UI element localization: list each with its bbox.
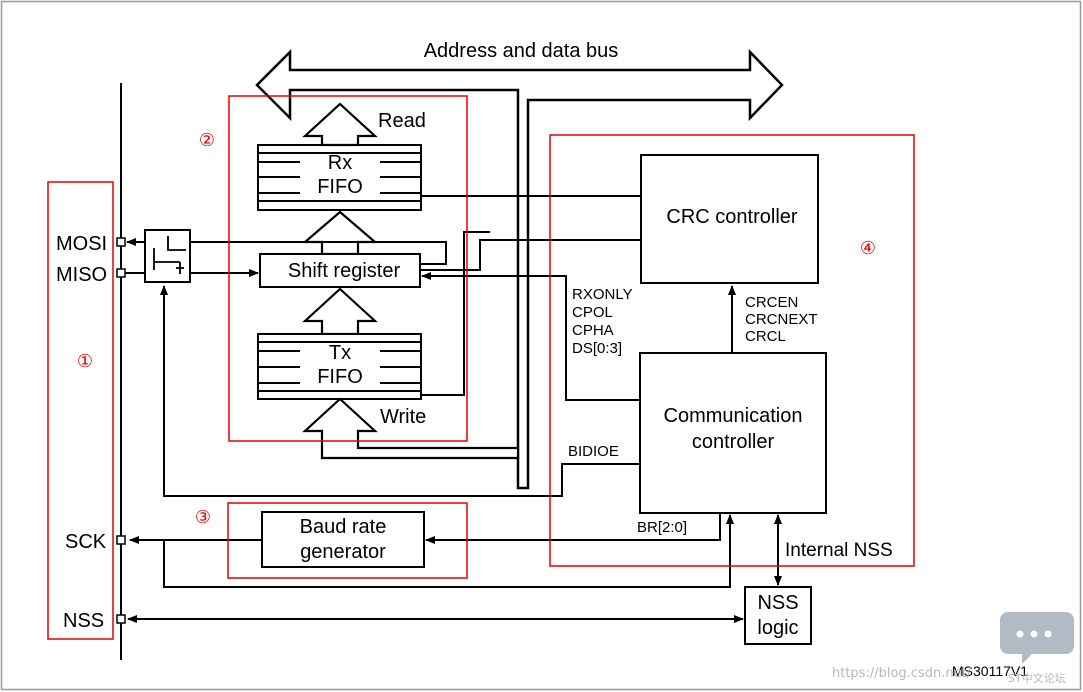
comm-controller-label-line1: Communication [664,405,803,427]
pin-sck-label: SCK [65,531,107,553]
region-1-marker: ① [77,351,93,372]
tx-fifo-label-line2: FIFO [317,366,363,388]
pin-miso-pad [116,268,126,278]
crcen-label: CRCEN [745,294,798,311]
read-label: Read [378,110,426,132]
comm-controller-label-line2: controller [692,431,775,453]
region-2-outline [228,95,468,442]
comm-controller-block [639,352,827,514]
rxonly-label: RXONLY [572,286,633,303]
tx-to-shift-arrow [302,287,378,336]
internal-nss-label: Internal NSS [785,540,893,561]
sck-loop-wire [163,520,731,588]
region-4-outline [549,134,915,567]
watermark-site: ST中文论坛 [1008,671,1066,685]
br-label: BR[2:0] [637,519,687,536]
shift-register-block [259,253,421,288]
tx-fifo-label-line1: Tx [329,342,351,364]
pin-sck-pad [116,535,126,545]
rx-fifo-label-line2: FIFO [317,176,363,198]
baud-rate-label-line2: generator [300,541,386,563]
tx-fifo-stripes [258,341,421,392]
internal-wires [163,195,640,497]
cpha-label: CPHA [572,322,614,339]
pin-mosi-label: MOSI [56,233,107,255]
crc-controller-label: CRC controller [666,206,797,228]
br-wire [434,513,721,541]
ds-label: DS[0:3] [572,340,622,357]
region-1-outline [47,181,114,640]
address-data-bus-arrow [255,48,784,490]
write-arrow [302,397,520,460]
region-3-outline [227,502,468,579]
cpol-label: CPOL [572,304,613,321]
shift-register-label: Shift register [288,260,401,282]
crcnext-label: CRCNEXT [745,311,818,328]
nss-logic-label-line1: NSS [757,592,798,614]
region-outlines [47,95,915,640]
rx-fifo-stripes [258,152,421,202]
region-3-marker: ③ [195,507,211,528]
pin-switch-internals [153,236,186,274]
read-arrow [302,102,378,147]
region-4-marker: ④ [860,238,876,259]
nss-logic-label-line2: logic [757,617,798,639]
region-2-marker: ② [199,130,215,151]
bus-label: Address and data bus [424,40,619,62]
pin-mosi-pad [116,237,126,247]
shift-to-rx-arrow [302,210,378,256]
bidioe-label: BIDIOE [568,443,619,460]
watermark-url: https://blog.csdn.net/ [832,666,972,681]
figure-id: MS30117V1 [952,663,1028,679]
nss-logic-block [744,586,812,645]
crc-controller-block [640,154,819,284]
baud-rate-label-line1: Baud rate [300,516,387,538]
crcl-label: CRCL [745,328,786,345]
write-label: Write [380,406,426,428]
rx-fifo-label-line1: Rx [328,152,352,174]
pin-miso-label: MISO [56,264,107,286]
chat-bubble-icon [1000,612,1074,664]
pin-nss-label: NSS [63,610,104,632]
watermark: https://blog.csdn.net/ ST中文论坛 [832,612,1074,685]
pin-nss-pad [116,614,126,624]
